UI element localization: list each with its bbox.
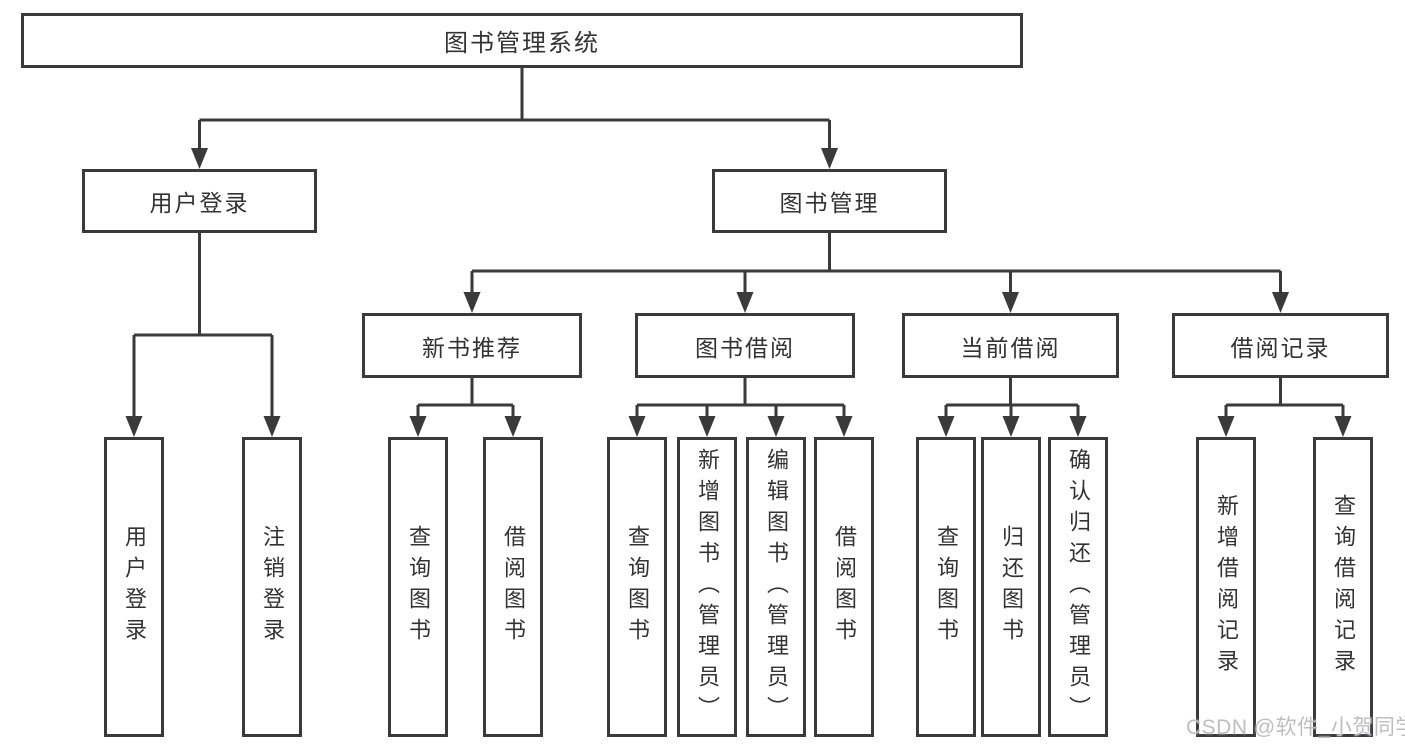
node-leaf-query-books-borrow: 查询图书 (607, 437, 667, 737)
arrow-down-icon (835, 416, 853, 437)
node-leaf-borrow-books-rec: 借阅图书 (483, 437, 543, 737)
arrow-down-icon (736, 292, 754, 313)
arrow-down-icon (1002, 292, 1019, 313)
arrow-down-icon (263, 416, 281, 437)
node-leaf-add-book-admin: 新增图书（管理员） (677, 437, 737, 737)
node-leaf-query-books-rec: 查询图书 (388, 437, 448, 737)
node-borrowing-records: 借阅记录 (1172, 313, 1389, 378)
arrow-down-icon (937, 416, 955, 437)
connector-current-borrow-to-leaves (944, 378, 1080, 420)
arrow-down-icon (1334, 416, 1352, 437)
connector-root-to-level2 (198, 68, 831, 152)
node-leaf-confirm-return-admin: 确认归还（管理员） (1048, 437, 1108, 737)
arrow-down-icon (767, 416, 785, 437)
arrow-down-icon (1272, 292, 1289, 313)
connector-book-mgmt-to-level3 (470, 233, 1282, 296)
node-leaf-return-book: 归还图书 (981, 437, 1041, 737)
node-leaf-add-borrow-record: 新增借阅记录 (1196, 437, 1256, 737)
node-leaf-logout: 注销登录 (242, 437, 302, 737)
node-leaf-query-books-current: 查询图书 (916, 437, 976, 737)
arrow-down-icon (463, 292, 481, 313)
csdn-watermark: CSDN @软件_小贺同学 (1186, 716, 1405, 739)
arrow-down-icon (1217, 416, 1235, 437)
node-current-borrowing: 当前借阅 (902, 313, 1119, 378)
arrow-down-icon (504, 416, 522, 437)
arrow-down-icon (698, 416, 716, 437)
node-leaf-query-borrow-record: 查询借阅记录 (1313, 437, 1373, 737)
arrow-down-icon (628, 416, 646, 437)
node-leaf-edit-book-admin: 编辑图书（管理员） (746, 437, 806, 737)
arrow-down-icon (125, 416, 143, 437)
node-book-management: 图书管理 (712, 169, 947, 233)
connector-borrow-records-to-leaves (1224, 378, 1345, 420)
node-leaf-user-login: 用户登录 (104, 437, 164, 737)
arrow-down-icon (821, 148, 838, 169)
node-root-system: 图书管理系统 (21, 13, 1023, 68)
node-user-login: 用户登录 (82, 169, 317, 233)
node-new-book-recommend: 新书推荐 (362, 313, 582, 378)
node-book-borrowing: 图书借阅 (635, 313, 855, 378)
connector-user-login-to-leaves (132, 233, 274, 420)
arrow-down-icon (191, 148, 208, 169)
arrow-down-icon (1069, 416, 1087, 437)
connector-new-rec-to-leaves (416, 378, 515, 420)
node-leaf-borrow-books: 借阅图书 (814, 437, 874, 737)
arrow-down-icon (409, 416, 427, 437)
arrow-down-icon (1002, 416, 1020, 437)
connector-book-borrow-to-leaves (635, 378, 846, 420)
